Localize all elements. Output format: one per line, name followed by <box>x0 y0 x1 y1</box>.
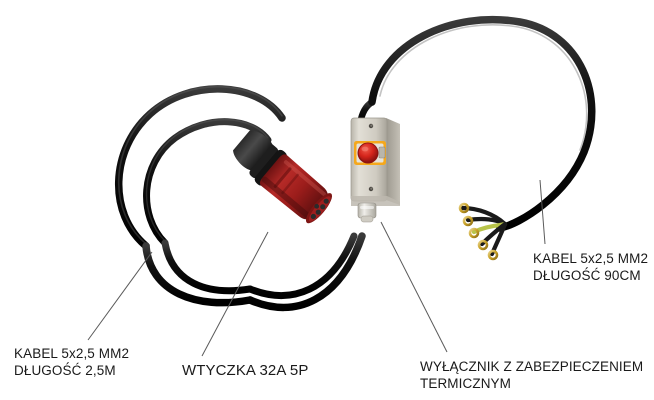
label-cable-out-line2: DŁUGOŚĆ 90CM <box>533 268 641 283</box>
label-plug-line1: WTYCZKA 32A 5P <box>182 362 309 379</box>
label-cable-main: KABEL 5x2,5 MM2 DŁUGOŚĆ 2,5M <box>14 345 129 379</box>
label-switch-line2: TERMICZNYM <box>420 376 511 391</box>
label-switch: WYŁĄCZNIK Z ZABEZPIECZENIEM TERMICZNYM <box>420 358 643 392</box>
mains-cable <box>115 85 286 307</box>
plug-32a-5p <box>233 130 333 224</box>
leader-switch <box>380 221 448 353</box>
label-switch-line1: WYŁĄCZNIK Z ZABEZPIECZENIEM <box>420 359 644 374</box>
leader-cable-out <box>539 179 546 245</box>
thermal-protection-switch <box>350 98 400 223</box>
leader-cable-main <box>87 251 153 341</box>
label-cable-main-line2: DŁUGOŚĆ 2,5M <box>14 363 116 378</box>
cable-plug-to-switch <box>246 232 366 312</box>
label-plug: WTYCZKA 32A 5P <box>182 362 308 379</box>
label-cable-out-line1: KABEL 5x2,5 MM2 <box>533 251 649 266</box>
label-cable-out: KABEL 5x2,5 MM2 DŁUGOŚĆ 90CM <box>533 250 648 284</box>
leader-plug <box>201 231 269 357</box>
ring-terminals <box>458 202 508 261</box>
output-cable <box>368 15 596 232</box>
label-cable-main-line1: KABEL 5x2,5 MM2 <box>14 346 130 361</box>
leader-lines <box>87 179 546 357</box>
